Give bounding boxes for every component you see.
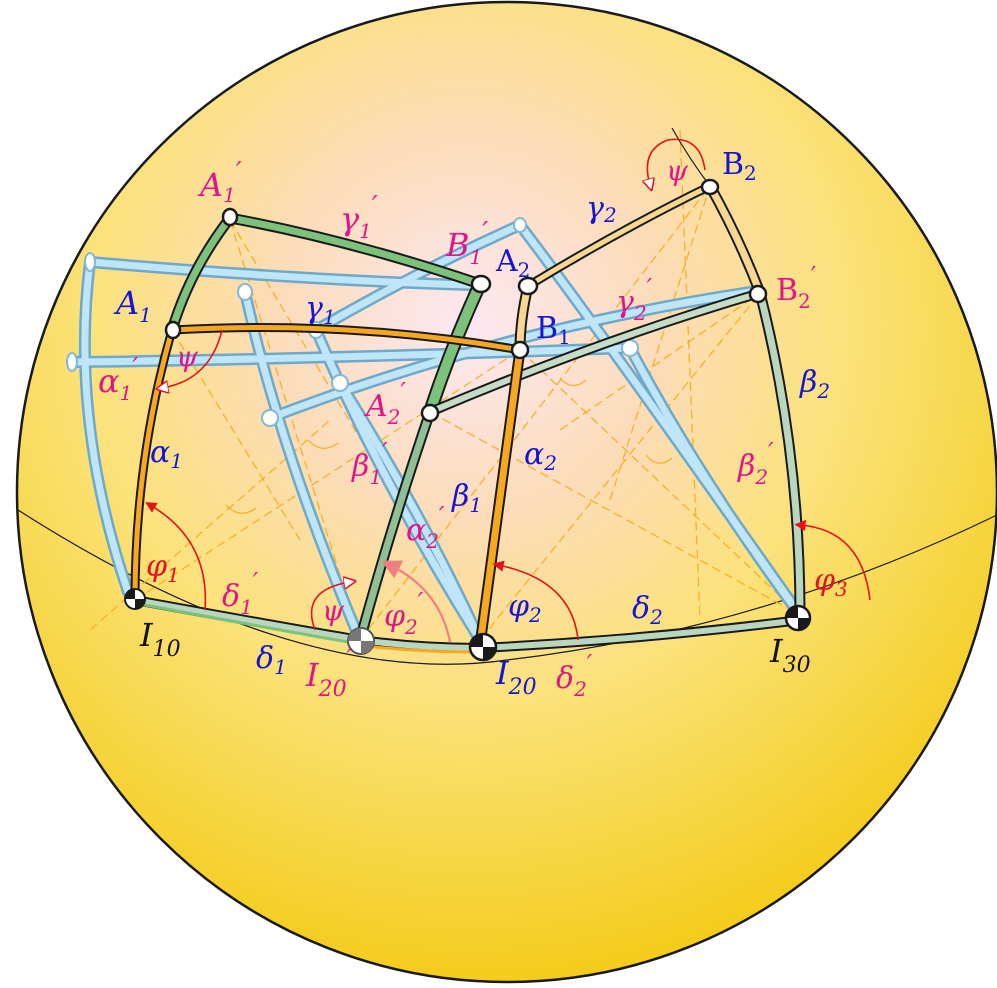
label-gamma2: γ2 (586, 191, 617, 227)
label-phi2: φ2 (508, 589, 542, 627)
label-i20: I20 (495, 654, 537, 700)
label-i10: I10 (139, 616, 181, 662)
label-b1prime: B1′ (445, 217, 488, 269)
phi2prime-arc (381, 560, 452, 643)
labels: A1′ γ1′ B1′ A2 γ2 ψ B2 B2′ γ2′ A1 γ1 B1 … (98, 147, 848, 702)
joint-b1prime (470, 274, 492, 294)
label-b2: B2 (722, 147, 757, 185)
label-phi3: φ3 (814, 563, 848, 601)
label-a1prime: A1′ (197, 157, 242, 207)
label-i20prime: I20′ (305, 644, 353, 702)
label-i30: I30 (769, 632, 811, 678)
right-angle-marks (225, 377, 673, 514)
joint-b2 (700, 178, 720, 196)
label-gamma2prime: γ2′ (616, 274, 653, 325)
joint-a1 (164, 320, 182, 340)
linkage-orange (130, 180, 766, 651)
joint-a2 (517, 276, 539, 296)
label-beta2: β2 (799, 365, 830, 403)
joint-b2prime (748, 284, 768, 304)
phi1-arc (145, 502, 207, 611)
ghost-linkages (66, 219, 806, 646)
label-psi-a1: ψ (176, 340, 199, 373)
label-phi1: φ1 (146, 549, 180, 587)
label-b1: B1 (536, 311, 571, 349)
joint-b1 (510, 340, 530, 360)
label-gamma1prime: γ1′ (340, 191, 378, 243)
phi3-arc (794, 519, 871, 601)
label-alpha1prime: α1′ (98, 353, 138, 405)
label-alpha2: α2 (524, 437, 557, 475)
phi2-arc (492, 560, 579, 641)
label-phi2prime: φ2′ (384, 588, 424, 639)
equator-line (17, 509, 997, 665)
label-a1: A1 (113, 284, 152, 327)
pole-i30 (784, 604, 812, 632)
label-gamma1: γ1 (305, 291, 336, 329)
label-alpha1: α1 (150, 435, 183, 473)
pole-i20prime (347, 627, 375, 655)
label-delta1: δ1 (256, 641, 287, 679)
linkage-green (166, 212, 806, 646)
ground-link (130, 595, 805, 654)
psi-arc-a1 (162, 329, 223, 388)
pole-i20 (468, 632, 498, 662)
label-beta1prime: β1′ (351, 438, 388, 489)
label-delta1prime: δ1′ (222, 568, 259, 619)
label-a2: A2 (495, 244, 530, 282)
joints (164, 178, 768, 423)
psi-arc-i20p (310, 582, 350, 631)
joint-a2prime (420, 403, 440, 423)
construction-lines (89, 129, 801, 641)
psi-arc-b2 (647, 138, 706, 185)
label-b2prime: B2′ (776, 262, 816, 313)
pole-i10 (124, 588, 146, 610)
joint-a1prime (221, 207, 239, 227)
label-delta2prime: δ2′ (556, 650, 593, 701)
sphere (15, 0, 997, 984)
label-delta2: δ2 (632, 591, 663, 629)
label-alpha2prime: α2′ (406, 502, 445, 553)
label-beta1: β1 (451, 479, 482, 517)
angle-arcs (145, 138, 871, 643)
label-psi-b2: ψ (666, 154, 689, 187)
label-beta2prime: β2′ (737, 438, 774, 489)
label-a2prime: A2′ (363, 378, 406, 429)
label-psi-i20p: ψ (322, 594, 345, 627)
